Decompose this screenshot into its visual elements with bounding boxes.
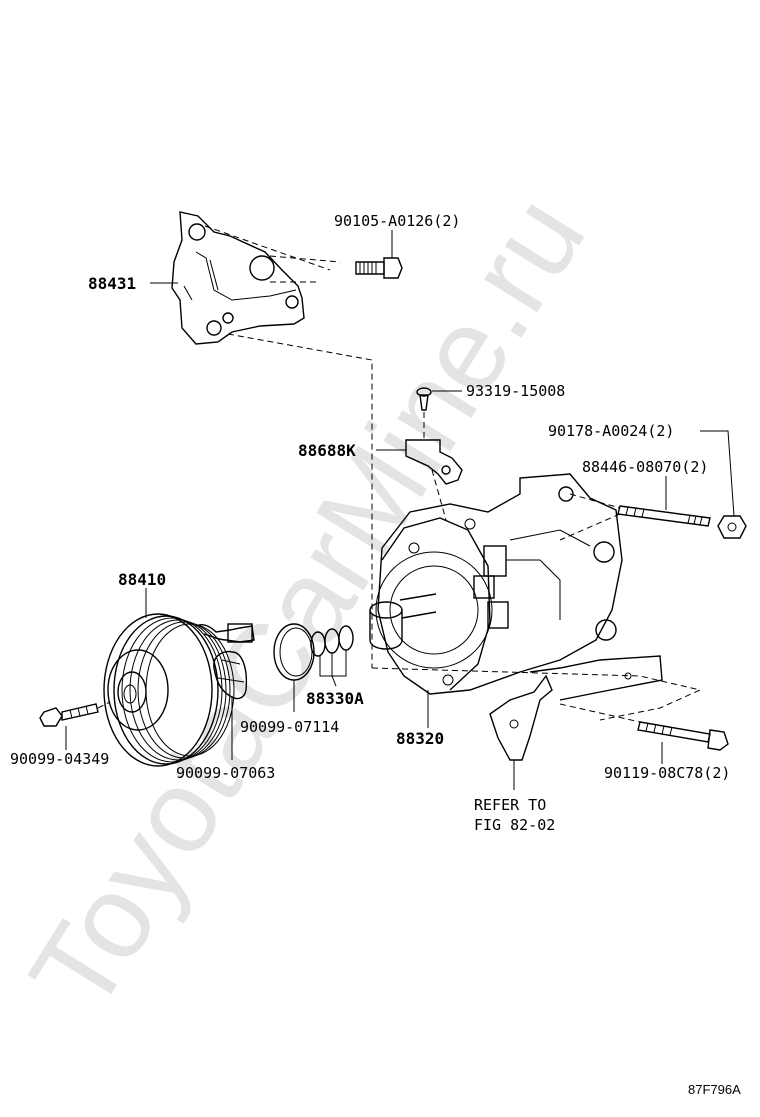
stud-88446-drawing [617, 505, 711, 527]
label-90099-07114: 90099-07114 [240, 718, 339, 736]
screw-93319-drawing [416, 387, 432, 411]
label-90178: 90178-A0024(2) [548, 422, 674, 440]
bolt-90105-drawing [355, 257, 403, 279]
label-refer-line1: REFER TO [474, 796, 546, 814]
label-90099-07063: 90099-07063 [176, 764, 275, 782]
dashed-guide-04349 [97, 701, 111, 709]
label-88431: 88431 [88, 274, 136, 293]
label-88410: 88410 [118, 570, 166, 589]
dashed-guide-90119 [559, 703, 641, 723]
label-93319: 93319-15008 [466, 382, 565, 400]
figure-code: 87F796A [688, 1082, 741, 1097]
label-88446: 88446-08070(2) [582, 458, 708, 476]
label-88320: 88320 [396, 729, 444, 748]
bolt-90119-drawing [637, 721, 729, 751]
compressor-88320-drawing [369, 473, 702, 721]
bracket-refer-drawing [489, 674, 553, 761]
bracket-88431-drawing [171, 211, 373, 668]
leader-88330A [319, 650, 347, 687]
label-refer-line2: FIG 82-02 [474, 816, 555, 834]
dashed-guide-93319 [423, 412, 447, 521]
bolt-90099-04349-drawing [39, 703, 99, 727]
dashed-guide-88446 [559, 493, 621, 541]
pulley-88410-drawing [103, 613, 255, 767]
watermark-text: ToyotaCarMine.ru [5, 174, 610, 1034]
bracket-88688K-drawing [405, 439, 463, 485]
label-90105: 90105-A0126(2) [334, 212, 460, 230]
label-90099-04349: 90099-04349 [10, 750, 109, 768]
nut-90178-drawing [717, 515, 747, 539]
label-88688K: 88688K [298, 441, 356, 460]
leader-90178 [700, 430, 735, 517]
shim-90099-07063-drawing [213, 650, 248, 700]
label-90119: 90119-08C78(2) [604, 764, 730, 782]
label-88330A: 88330A [306, 689, 364, 708]
